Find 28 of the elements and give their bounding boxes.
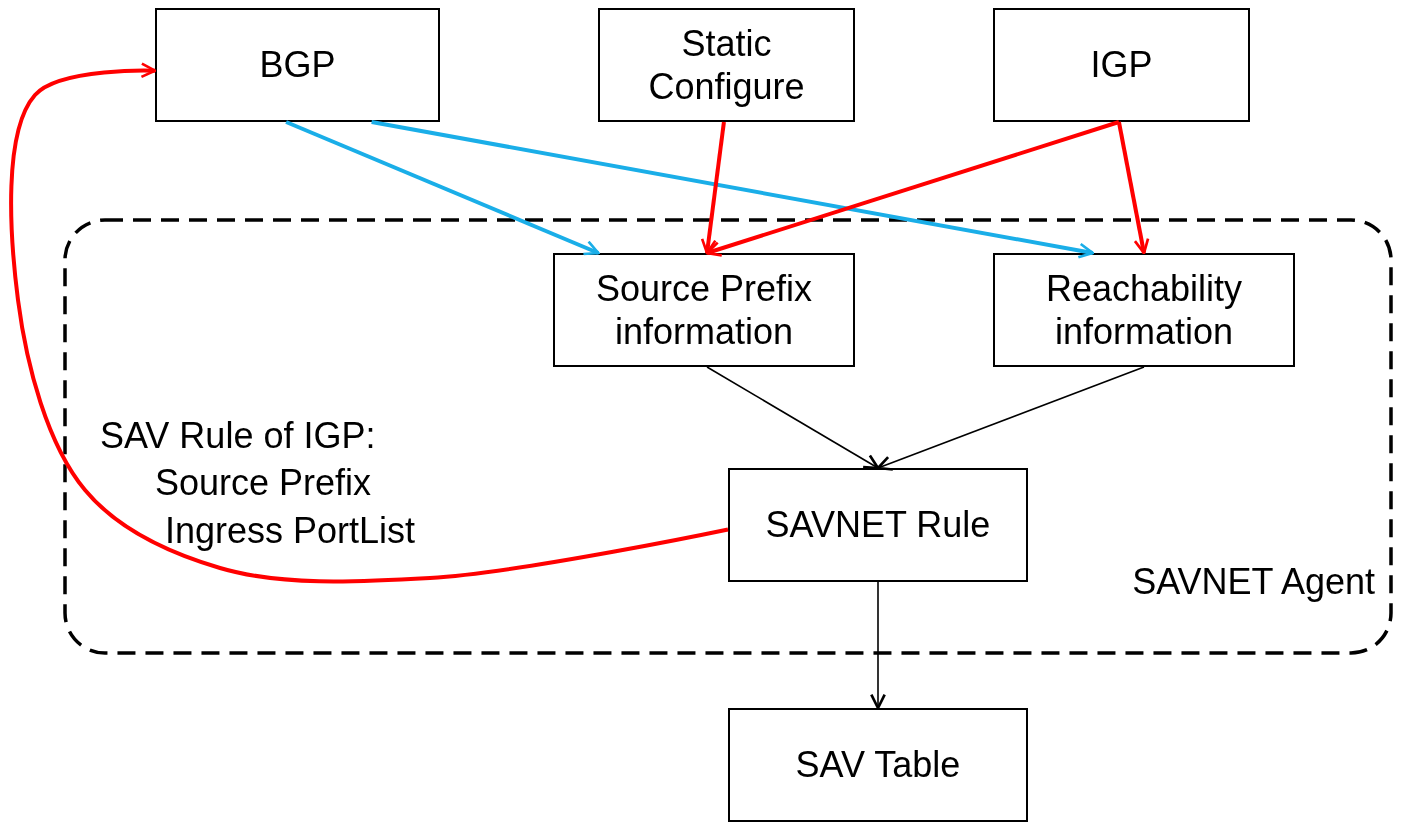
- box-label: Source Prefix information: [594, 266, 814, 354]
- note-text: SAV Rule of IGP:: [100, 415, 376, 457]
- process-box: [155, 8, 440, 122]
- arrow: [700, 121, 726, 255]
- process-box: [993, 253, 1295, 367]
- arrow: [870, 581, 886, 710]
- box-label: BGP: [259, 43, 336, 87]
- box-label: IGP: [1090, 43, 1153, 87]
- arrow: [876, 366, 1145, 471]
- note-text: Source Prefix: [155, 462, 372, 504]
- box-label: SAVNET Rule: [765, 503, 991, 547]
- arrow: [1116, 121, 1150, 255]
- arrow: [706, 366, 880, 470]
- process-box: [553, 253, 855, 367]
- process-box: [598, 8, 855, 122]
- arrow: [705, 120, 1120, 257]
- box-label: Static Configure: [647, 21, 806, 109]
- arrow: [371, 120, 1094, 259]
- region-label: SAVNET Agent: [1132, 559, 1375, 603]
- process-box: [993, 8, 1250, 122]
- process-box: [728, 708, 1028, 822]
- agent-region: [63, 218, 1393, 655]
- box-label: SAV Table: [795, 743, 961, 787]
- box-label: Reachability information: [1044, 266, 1244, 354]
- note-text: Ingress PortList: [165, 510, 416, 552]
- process-box: [728, 468, 1028, 582]
- arrow: [285, 120, 600, 256]
- arrow: [9, 62, 729, 584]
